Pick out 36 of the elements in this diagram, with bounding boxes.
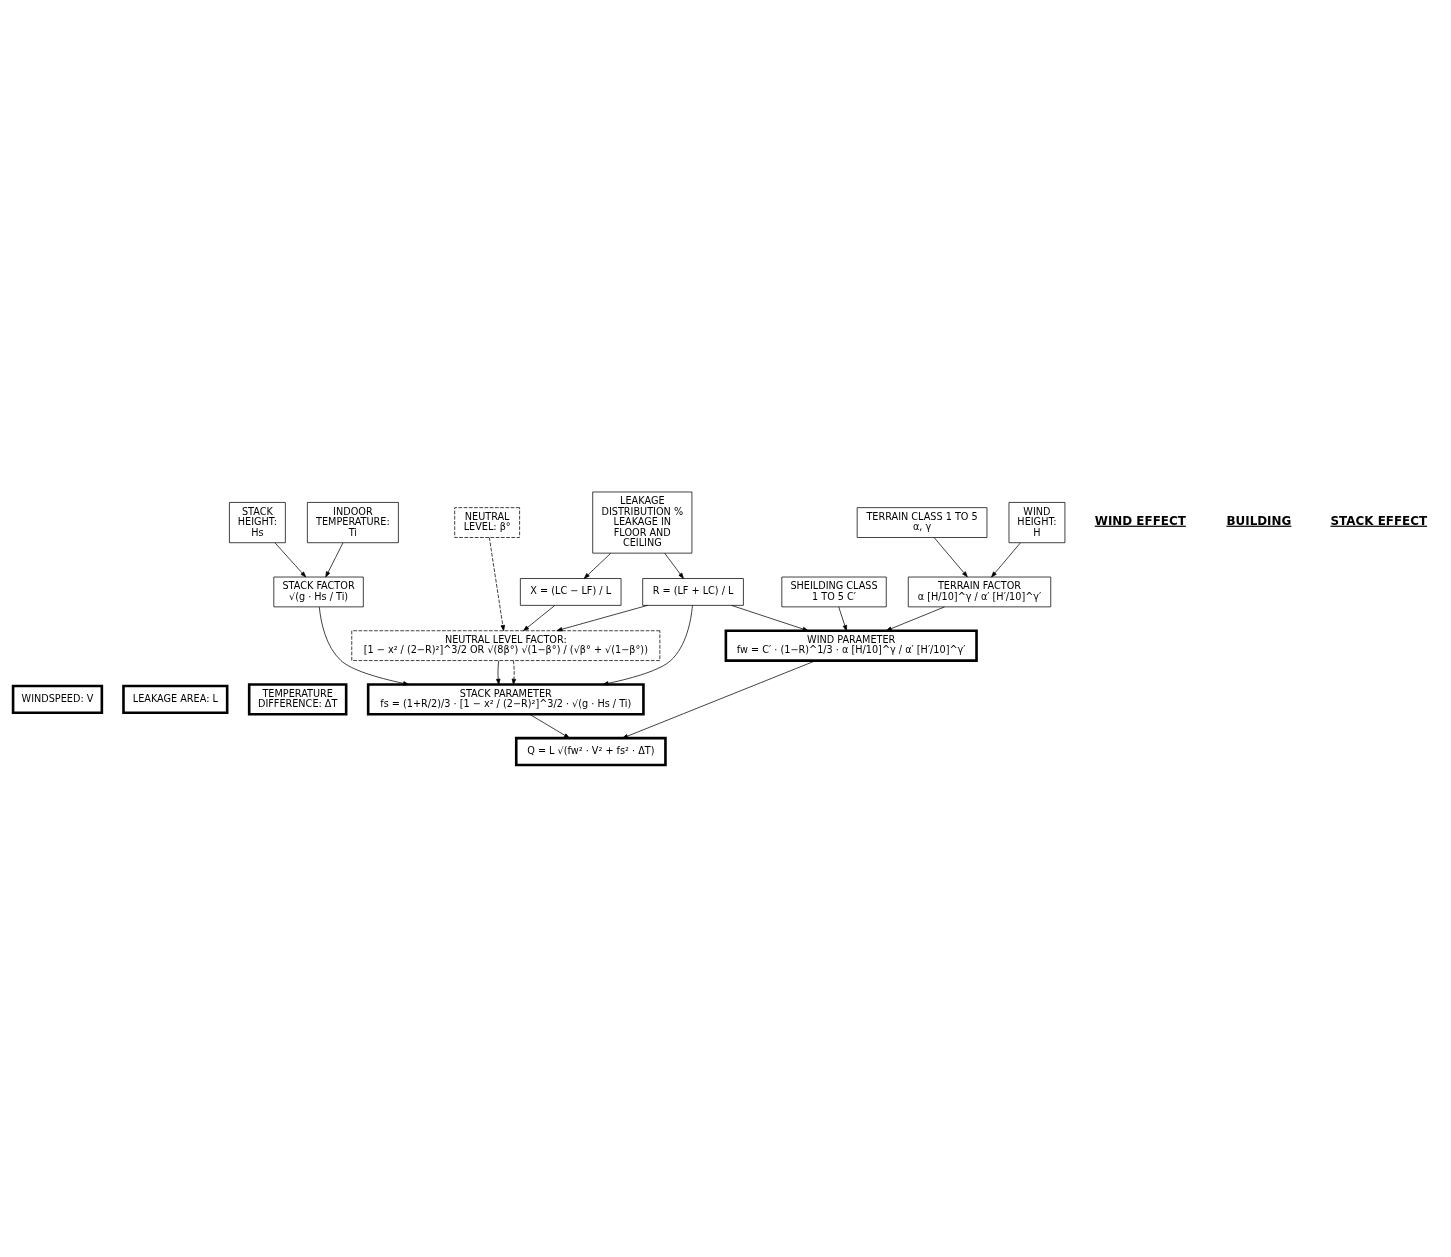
node-box: STACK HEIGHT: Hs: [229, 502, 286, 544]
node-box: X = (LC − LF) / L: [519, 578, 622, 606]
arrow: [488, 537, 505, 631]
node-box: WINDSPEED: V: [11, 684, 104, 715]
arrow: [838, 606, 847, 632]
arrow: [991, 542, 1021, 578]
arrow: [511, 660, 517, 685]
node-box: R = (LF + LC) / L: [642, 578, 744, 606]
node-box: SHEILDING CLASS 1 TO 5 C′: [781, 576, 887, 608]
arrow: [602, 605, 693, 686]
node-box: TERRAIN FACTOR α [H/10]^γ / α′ [H′/10]^γ′: [907, 576, 1052, 608]
node-box: INDOOR TEMPERATURE: Ti: [307, 502, 399, 544]
node-box: LEAKAGE AREA: L: [122, 684, 229, 715]
node-box: LEAKAGE DISTRIBUTION % LEAKAGE IN FLOOR AND CEILING: [592, 491, 693, 554]
label: WIND EFFECT: [1094, 513, 1186, 528]
arrow: [664, 552, 684, 579]
arrow: [529, 714, 570, 739]
node-box: WIND HEIGHT: H: [1008, 502, 1066, 544]
label: BUILDING: [1226, 513, 1292, 528]
label: STACK EFFECT: [1330, 513, 1428, 528]
arrow: [933, 537, 968, 578]
node-box: WIND PARAMETER fw = C′ · (1−R)^1/3 · α [H/10]^γ / α′ [H′/10]^γ′: [724, 629, 978, 662]
arrow: [496, 660, 501, 685]
arrow: [325, 542, 344, 578]
arrow: [274, 542, 307, 578]
arrow: [556, 605, 648, 632]
arrow: [523, 605, 556, 632]
node-box: TEMPERATURE DIFFERENCE: ΔT: [247, 683, 348, 716]
node-box: NEUTRAL LEVEL: β°: [454, 507, 520, 538]
arrow: [622, 660, 817, 739]
node-box: TERRAIN CLASS 1 TO 5 α, γ: [856, 507, 988, 538]
node-box: NEUTRAL LEVEL FACTOR: [1 − x² / (2−R)²]^3/2 OR √(8β°) √(1−β°) / (√β° + √(1−β°)): [351, 630, 661, 661]
arrow: [731, 605, 809, 632]
arrow: [318, 606, 409, 686]
node-box: STACK FACTOR √(g · Hs / Ti): [273, 576, 364, 608]
arrow: [583, 552, 612, 579]
